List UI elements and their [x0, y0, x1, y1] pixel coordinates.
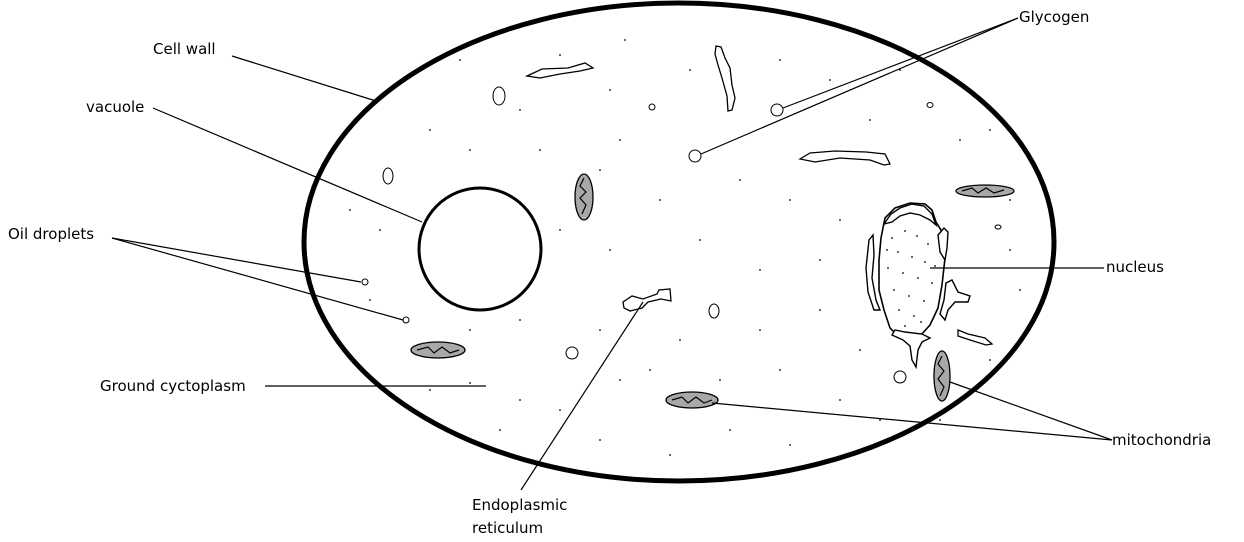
er-fragment	[623, 289, 671, 311]
label-vacuole: vacuole	[86, 98, 144, 116]
oil-droplet	[403, 317, 409, 323]
leader-oil-droplet-1	[112, 238, 361, 282]
vesicle	[709, 304, 719, 318]
label-endoplasmic-reticulum-line1: Endoplasmic	[472, 496, 567, 514]
leader-mitochondria-1	[950, 382, 1112, 440]
er-fragment	[715, 46, 735, 111]
label-cell-wall: Cell wall	[153, 40, 216, 58]
glycogen-granule	[771, 104, 783, 116]
mitochondrion	[666, 392, 718, 408]
vesicle	[894, 371, 906, 383]
er-fragment	[527, 63, 593, 78]
leader-glycogen-2	[701, 18, 1018, 154]
vesicle	[383, 168, 393, 184]
label-endoplasmic-reticulum-line2: reticulum	[472, 519, 543, 537]
leader-lines	[112, 18, 1112, 490]
leader-vacuole	[153, 108, 422, 222]
glycogen-granule	[689, 150, 701, 162]
label-glycogen: Glycogen	[1019, 8, 1089, 26]
mitochondrion	[411, 342, 465, 358]
vesicle	[995, 225, 1001, 229]
mitochondrion	[575, 174, 593, 220]
leader-er	[521, 302, 643, 490]
vesicle	[927, 103, 933, 108]
label-ground-cytoplasm: Ground cyctoplasm	[100, 377, 246, 395]
leader-mitochondria-2	[712, 403, 1112, 440]
er-fragment	[800, 151, 890, 165]
nucleus-shape	[866, 203, 992, 367]
vesicle	[493, 87, 505, 105]
label-mitochondria: mitochondria	[1112, 431, 1211, 449]
vesicle	[649, 104, 655, 110]
vesicle	[566, 347, 578, 359]
chromatin-dots	[886, 230, 936, 327]
oil-droplet	[362, 279, 368, 285]
mitochondrion	[956, 185, 1014, 197]
leader-cell-wall	[232, 56, 376, 101]
label-oil-droplets: Oil droplets	[8, 225, 94, 243]
leader-glycogen-1	[783, 18, 1018, 108]
leader-oil-droplet-2	[112, 238, 403, 320]
label-nucleus: nucleus	[1106, 258, 1164, 276]
mitochondrion	[934, 351, 950, 401]
vacuole-shape	[419, 188, 541, 310]
